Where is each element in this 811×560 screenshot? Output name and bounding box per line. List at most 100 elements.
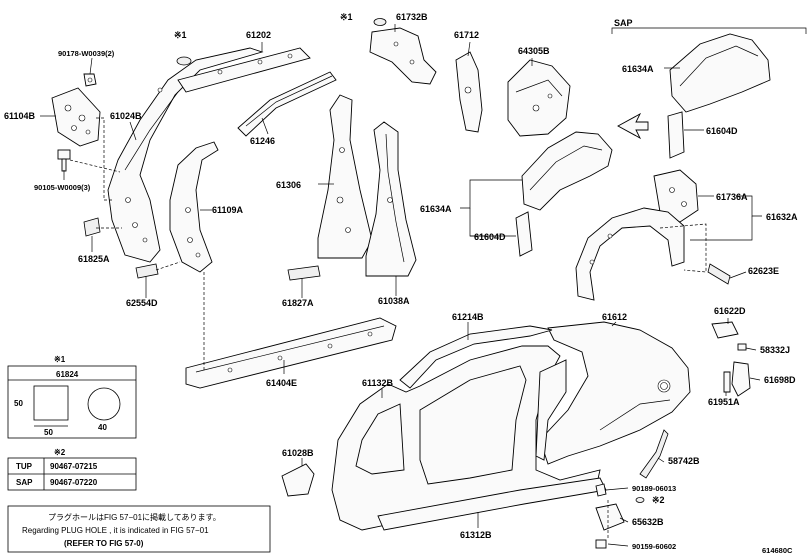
label-62554d: 62554D — [126, 298, 158, 308]
part-65632b-bracket — [595, 503, 625, 531]
part-61109a-apillar-inner — [169, 141, 219, 273]
part-61202-roof-rail — [177, 47, 311, 93]
part-58332j-clip — [737, 343, 747, 351]
round-plug — [87, 387, 121, 421]
part-61622d-bracket — [711, 321, 739, 339]
table1-part: 61824 — [56, 370, 79, 379]
guide-line — [69, 159, 121, 173]
part-61732b-quarter-inner-upper — [369, 27, 437, 85]
part-61827a-pad — [287, 265, 321, 281]
guide-line — [659, 223, 707, 273]
table2-row2-part: 90467-07220 — [50, 478, 98, 487]
label-61312b: 61312B — [460, 530, 492, 540]
table2-row1-part: 90467-07215 — [50, 462, 98, 471]
label-61951a: 61951A — [708, 397, 740, 407]
part-61698d-bracket — [731, 361, 751, 397]
label-61712: 61712 — [454, 30, 479, 40]
part-61306-center-pillar-inner — [317, 94, 373, 259]
label-61622d: 61622D — [714, 306, 746, 316]
part-61404e-rocker-inner — [185, 317, 397, 389]
label-90189: 90189-06013 — [632, 484, 676, 493]
note-line-ref: (REFER TO FIG 57-0) — [64, 539, 144, 548]
part-61632a-quarter-wheel-arch — [575, 207, 685, 301]
part-61825a-pad — [83, 217, 101, 237]
guide-line — [155, 261, 181, 271]
dim-diameter: 40 — [98, 423, 107, 432]
note-line-en: Regarding PLUG HOLE , it is indicated in… — [22, 526, 209, 535]
part-61951a-bracket — [723, 371, 731, 393]
part-64305b-package-tray — [507, 59, 571, 137]
part-61104b-bracket — [51, 87, 101, 147]
part-61634a-wheelhouse-sap — [669, 33, 771, 113]
part-58742b-molding — [639, 429, 669, 479]
label-61104b: 61104B — [4, 111, 36, 121]
label-61698d: 61698D — [764, 375, 796, 385]
note-frame — [7, 505, 271, 553]
part-61038a-center-pillar-outer — [365, 121, 417, 277]
part-90189-clip — [595, 483, 607, 497]
part-90178-nut — [83, 73, 97, 87]
label-61404e: 61404E — [266, 378, 297, 388]
label-61827a: 61827A — [282, 298, 314, 308]
label-61632a: 61632A — [766, 212, 798, 222]
part-61634a-wheelhouse — [521, 131, 613, 211]
part-61246-roof-rail-inner — [237, 71, 337, 137]
label-sap: SAP — [614, 18, 633, 28]
label-61736a: 61736A — [716, 192, 748, 202]
label-61732b: 61732B — [396, 12, 428, 22]
label-61038a: 61038A — [378, 296, 410, 306]
leader-lines — [40, 24, 762, 547]
dim-height: 50 — [14, 399, 23, 408]
label-61109a: 61109A — [212, 205, 244, 215]
plug-hole-mark2 — [635, 497, 645, 503]
mark-2: ※2 — [652, 495, 665, 505]
label-62623e: 62623E — [748, 266, 779, 276]
part-61604d-sap — [667, 111, 685, 159]
part-61604d — [515, 211, 533, 257]
label-61214b: 61214B — [452, 312, 484, 322]
table1-frame — [7, 365, 137, 439]
part-61736a-bracket — [653, 169, 699, 223]
part-62554d-pad — [135, 263, 159, 279]
plug-hole-mark1 — [373, 18, 387, 26]
part-61214b-roof-side-outer — [399, 325, 553, 389]
part-90159-bolt — [595, 539, 607, 549]
note-line-jp: プラグホールはFIG 57−01に掲載してあります。 — [48, 512, 221, 522]
label-90105: 90105-W0009(3) — [34, 183, 91, 192]
part-61028b-bracket — [281, 463, 315, 497]
mark-1-b: ※1 — [340, 12, 353, 22]
table2-row1-grade: TUP — [16, 462, 33, 471]
mark-1-a: ※1 — [174, 30, 187, 40]
label-90159: 90159-60602 — [632, 542, 676, 551]
square-plug — [33, 385, 69, 421]
part-61132b-body-side-outer — [331, 345, 601, 531]
part-90105-bolt — [57, 149, 71, 172]
label-61202: 61202 — [246, 30, 271, 40]
label-61246: 61246 — [250, 136, 275, 146]
table2-row2-grade: SAP — [16, 478, 33, 487]
label-61634a-top: 61634A — [622, 64, 654, 74]
plug-hole-mark1 — [176, 56, 192, 66]
label-58742b: 58742B — [668, 456, 700, 466]
part-61612-quarter-panel — [539, 321, 691, 465]
label-61604d-mid: 61604D — [474, 232, 506, 242]
label-90178: 90178-W0039(2) — [58, 49, 115, 58]
label-64305b: 64305B — [518, 46, 550, 56]
label-65632b: 65632B — [632, 517, 664, 527]
label-61604d-top: 61604D — [706, 126, 738, 136]
label-61634a-mid: 61634A — [420, 204, 452, 214]
part-61712-quarter-panel-lower — [455, 51, 483, 133]
sap-bracket — [611, 27, 807, 34]
label-61132b: 61132B — [362, 378, 394, 388]
part-62623e-pad — [707, 263, 731, 285]
table2-mark: ※2 — [54, 448, 66, 457]
label-61028b: 61028B — [282, 448, 314, 458]
label-61612: 61612 — [602, 312, 627, 322]
label-58332j: 58332J — [760, 345, 790, 355]
label-61024b: 61024B — [110, 111, 142, 121]
part-61024b-apillar-outer — [107, 47, 264, 263]
direction-arrow — [617, 112, 649, 140]
table1-mark: ※1 — [54, 355, 66, 364]
